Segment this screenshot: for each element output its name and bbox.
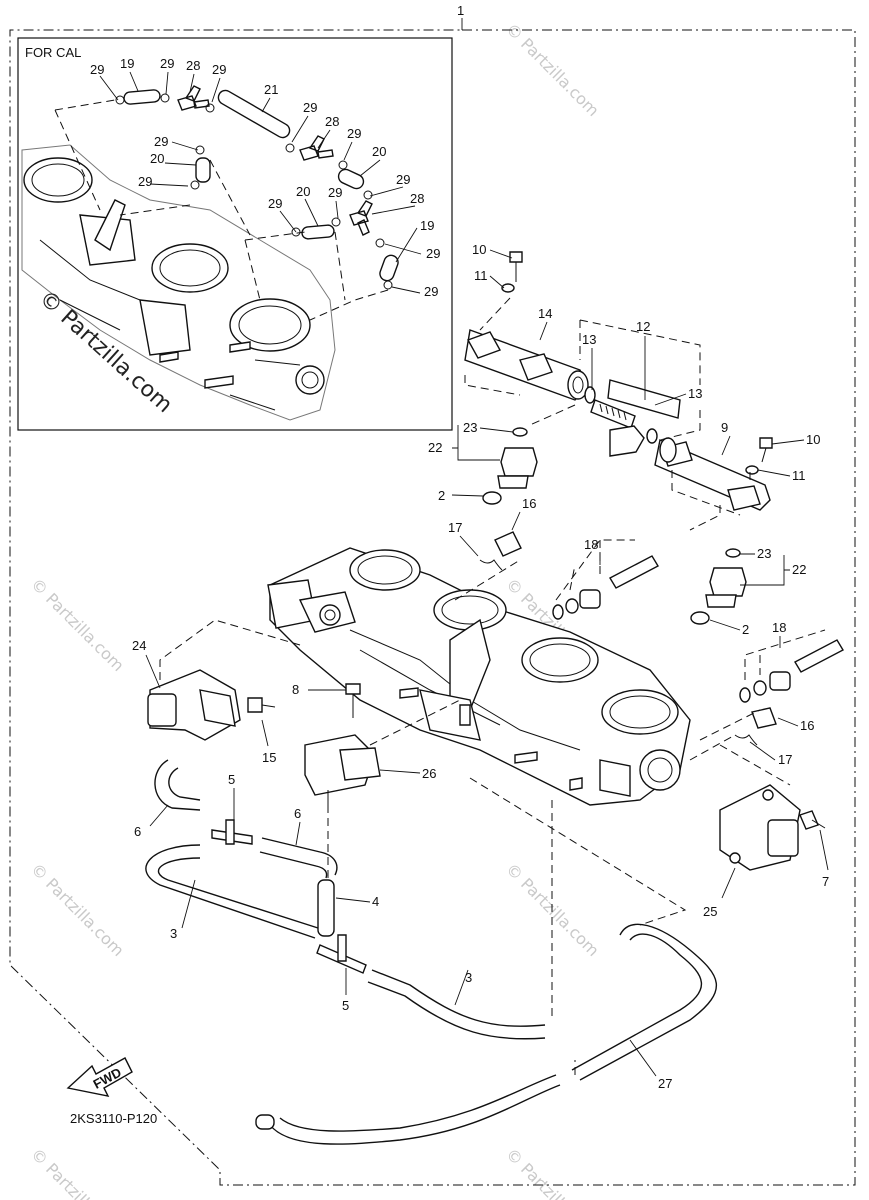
callout-17: 17 xyxy=(778,752,792,767)
inset-label: 19 xyxy=(120,56,134,71)
callout-4: 4 xyxy=(372,894,379,909)
inset-for-cal: FOR CAL xyxy=(17,37,453,431)
callout-5: 5 xyxy=(342,998,349,1013)
reference-code: 2KS3110-P120 xyxy=(70,1111,157,1126)
callout-13: 13 xyxy=(582,332,596,347)
callout-2: 2 xyxy=(742,622,749,637)
callout-5: 5 xyxy=(228,772,235,787)
callout-6: 6 xyxy=(134,824,141,839)
callout-16: 16 xyxy=(522,496,536,511)
fuel-rail-assembly xyxy=(464,251,773,531)
callout-17: 17 xyxy=(448,520,462,535)
callout-16: 16 xyxy=(800,718,814,733)
callout-15: 15 xyxy=(262,750,276,765)
inset-label: 29 xyxy=(396,172,410,187)
watermark: © Partzilla.com xyxy=(502,1144,603,1200)
callouts: 10 11 14 13 12 13 9 10 11 23 22 2 16 17 … xyxy=(132,242,829,1091)
watermark: © Partzilla.com xyxy=(27,1144,128,1200)
callout-26: 26 xyxy=(422,766,436,781)
callout-10: 10 xyxy=(472,242,486,257)
assembly-boundary xyxy=(9,29,856,1186)
callout-13: 13 xyxy=(688,386,702,401)
throttle-body xyxy=(267,547,691,806)
inset-label: 29 xyxy=(212,62,226,77)
idle-parts-lower xyxy=(689,629,844,761)
callout-25: 25 xyxy=(703,904,717,919)
callout-3: 3 xyxy=(465,970,472,985)
callout-8: 8 xyxy=(292,682,299,697)
callout-14: 14 xyxy=(538,306,552,321)
callout-18: 18 xyxy=(584,537,598,552)
callout-10: 10 xyxy=(806,432,820,447)
sensor-24 xyxy=(147,619,301,741)
inset-label: 20 xyxy=(372,144,386,159)
vacuum-hoses xyxy=(145,759,718,1145)
sensor-26 xyxy=(304,683,461,880)
inset-title: FOR CAL xyxy=(25,45,81,60)
inset-label: 29 xyxy=(426,246,440,261)
inset-label: 28 xyxy=(186,58,200,73)
injector-left xyxy=(482,427,538,505)
callout-2: 2 xyxy=(438,488,445,503)
callout-9: 9 xyxy=(721,420,728,435)
callout-22: 22 xyxy=(428,440,442,455)
callout-22: 22 xyxy=(792,562,806,577)
callout-23: 23 xyxy=(463,420,477,435)
inset-label: 20 xyxy=(296,184,310,199)
fwd-label: FWD xyxy=(91,1065,124,1092)
fwd-arrow: FWD xyxy=(66,1057,133,1097)
inset-label: 29 xyxy=(154,134,168,149)
inset-label: 29 xyxy=(160,56,174,71)
watermark: © Partzilla.com xyxy=(27,859,128,960)
inset-label: 29 xyxy=(303,100,317,115)
watermark: © Partzilla.com xyxy=(502,19,603,120)
inset-label: 29 xyxy=(138,174,152,189)
inset-label: 29 xyxy=(268,196,282,211)
callout-11: 11 xyxy=(474,268,488,283)
callout-18: 18 xyxy=(772,620,786,635)
inset-label: 29 xyxy=(328,185,342,200)
callout-7: 7 xyxy=(822,874,829,889)
inset-label: 29 xyxy=(90,62,104,77)
callout-6: 6 xyxy=(294,806,301,821)
inset-label: 20 xyxy=(150,151,164,166)
label-1: 1 xyxy=(457,3,464,18)
inset-vacuum-hoses xyxy=(54,85,399,321)
inset-throttle-body xyxy=(21,144,336,421)
watermark: © Partzilla.com xyxy=(27,574,128,675)
injector-right xyxy=(690,548,747,625)
inset-label: 28 xyxy=(325,114,339,129)
callout-11: 11 xyxy=(792,468,806,483)
inset-label: 29 xyxy=(424,284,438,299)
watermark: © Partzilla.com xyxy=(502,859,603,960)
sensor-25 xyxy=(719,744,826,871)
idle-parts-upper xyxy=(454,531,659,620)
callout-3: 3 xyxy=(170,926,177,941)
callout-27: 27 xyxy=(658,1076,672,1091)
callout-23: 23 xyxy=(757,546,771,561)
inset-label: 29 xyxy=(347,126,361,141)
callout-24: 24 xyxy=(132,638,146,653)
inset-label: 28 xyxy=(410,191,424,206)
inset-label: 19 xyxy=(420,218,434,233)
callout-12: 12 xyxy=(636,319,650,334)
inset-label: 21 xyxy=(264,82,278,97)
